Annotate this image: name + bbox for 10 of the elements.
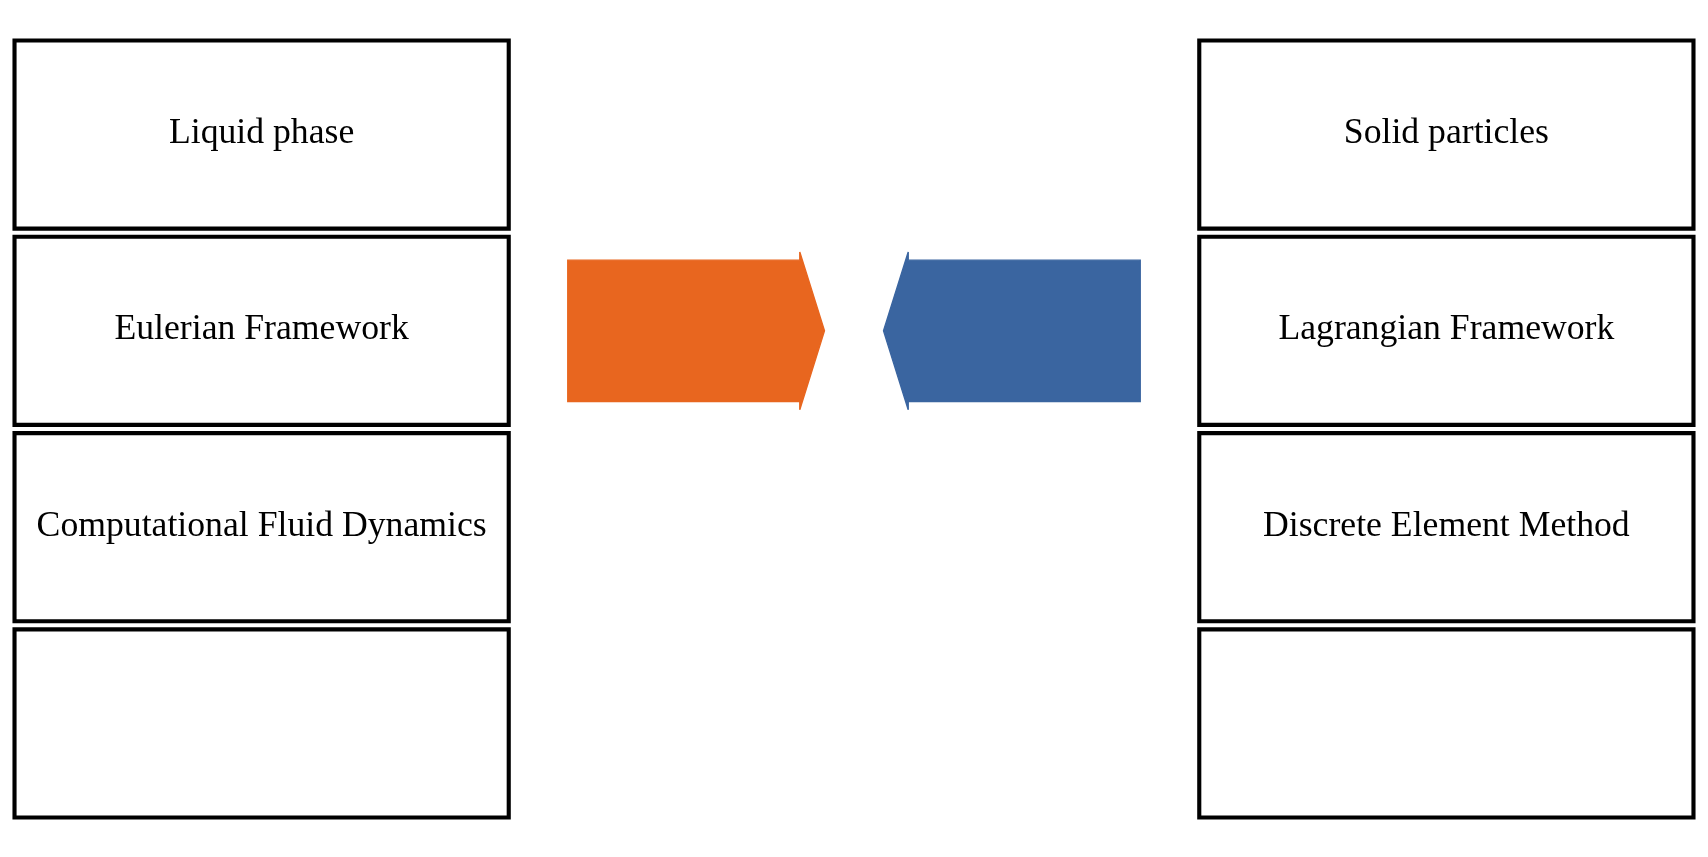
node-box: Solid particles (1197, 37, 1696, 231)
node-box: Lagrangian Framework (1197, 234, 1696, 427)
node-box: Liquid phase (12, 37, 511, 231)
node-box (12, 626, 511, 820)
node-box (1197, 626, 1696, 820)
node-box: Discrete Element Method (1197, 430, 1696, 623)
node-box: Eulerian Framework (12, 234, 511, 427)
node-arrow (882, 250, 1141, 410)
node-box: Computational Fluid Dynamics (12, 430, 511, 623)
node-arrow (567, 250, 826, 410)
